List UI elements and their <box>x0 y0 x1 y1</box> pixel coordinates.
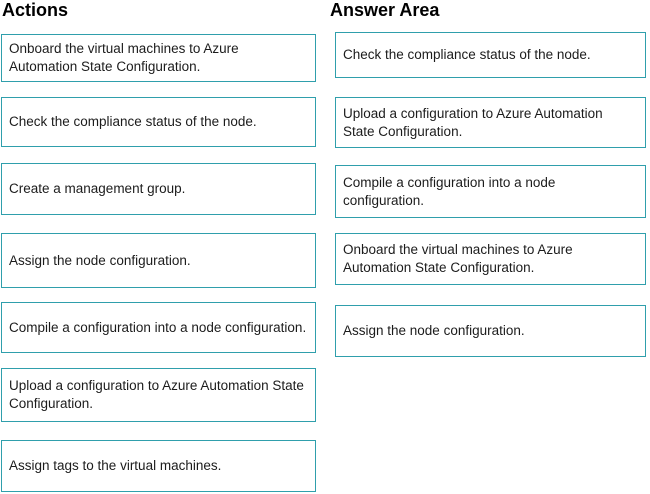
answer-item[interactable]: Compile a configuration into a node conf… <box>335 165 646 218</box>
action-item[interactable]: Assign tags to the virtual machines. <box>1 440 316 492</box>
answer-item[interactable]: Assign the node configuration. <box>335 305 646 357</box>
answer-item[interactable]: Check the compliance status of the node. <box>335 32 646 78</box>
answer-item[interactable]: Onboard the virtual machines to Azure Au… <box>335 233 646 285</box>
action-item[interactable]: Onboard the virtual machines to Azure Au… <box>1 34 316 82</box>
action-item[interactable]: Assign the node configuration. <box>1 233 316 288</box>
actions-heading: Actions <box>2 0 69 20</box>
action-item[interactable]: Compile a configuration into a node conf… <box>1 302 316 353</box>
action-item[interactable]: Check the compliance status of the node. <box>1 97 316 147</box>
answer-item[interactable]: Upload a configuration to Azure Automati… <box>335 97 646 148</box>
action-item[interactable]: Upload a configuration to Azure Automati… <box>1 368 316 422</box>
answer-area-heading: Answer Area <box>330 0 440 20</box>
action-item[interactable]: Create a management group. <box>1 163 316 215</box>
